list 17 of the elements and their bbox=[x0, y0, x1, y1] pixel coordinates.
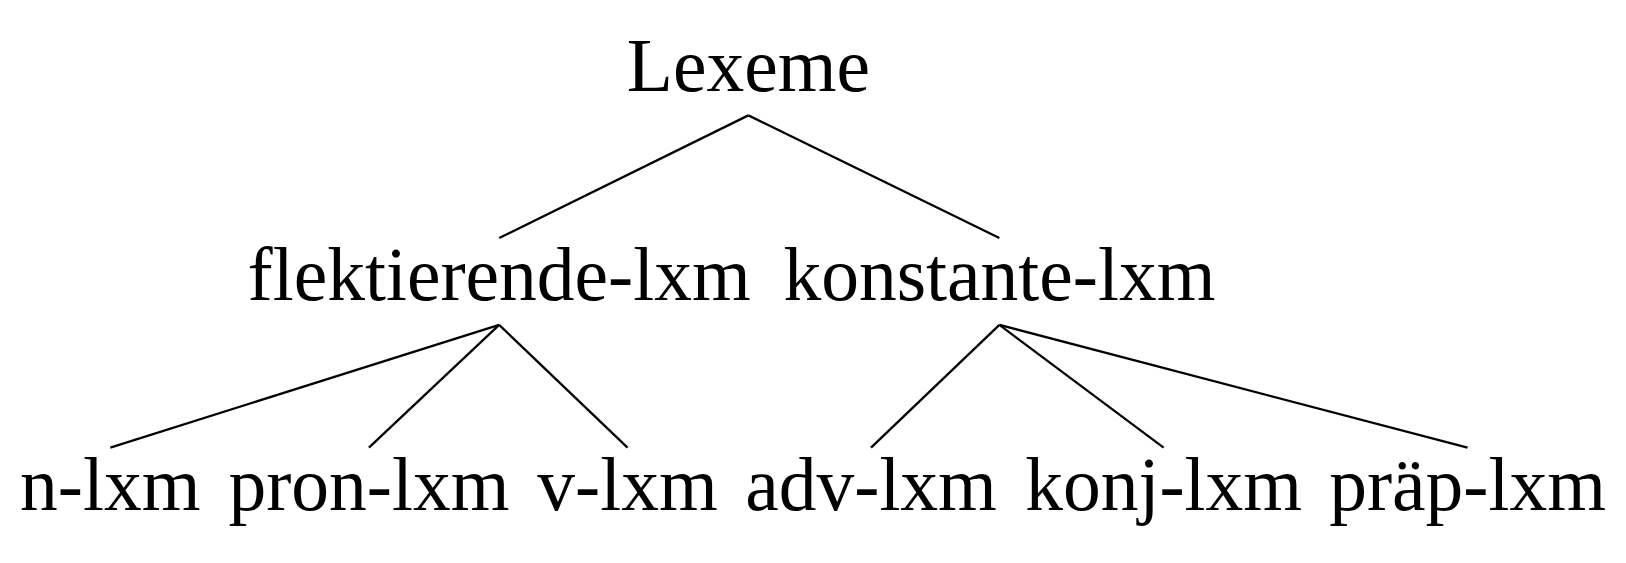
node-text: n-lxm bbox=[20, 442, 201, 526]
node-text: konj-lxm bbox=[1025, 442, 1303, 526]
node-text: konstante-lxm bbox=[783, 233, 1216, 317]
connector bbox=[109, 323, 500, 449]
node-text: adv-lxm bbox=[745, 442, 997, 526]
node-text: Lexeme bbox=[626, 23, 870, 107]
node-text: v-lxm bbox=[537, 442, 718, 526]
connector bbox=[498, 324, 629, 449]
node-text: pron-lxm bbox=[228, 442, 510, 526]
connector bbox=[870, 324, 1001, 449]
node-text: präp-lxm bbox=[1329, 442, 1606, 526]
connector bbox=[368, 324, 500, 449]
connector bbox=[999, 323, 1468, 449]
connector bbox=[498, 114, 749, 240]
connector bbox=[998, 324, 1165, 449]
connector bbox=[747, 114, 1000, 240]
node-text: flektierende-lxm bbox=[247, 233, 751, 317]
